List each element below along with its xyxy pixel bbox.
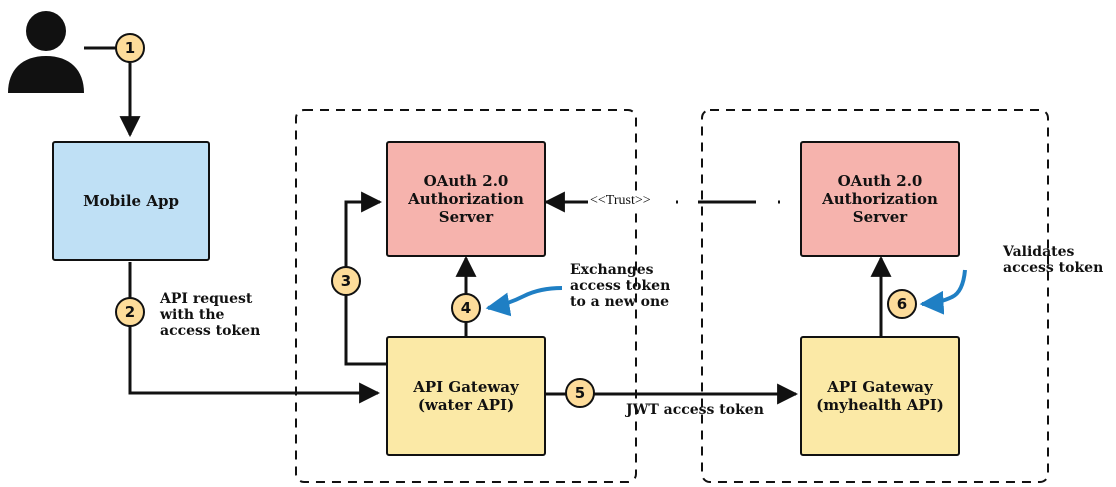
oauth-left-line3: Server	[438, 208, 494, 226]
oauth-right-line1: OAuth 2.0	[837, 172, 923, 190]
gateway-water-line1: API Gateway	[413, 378, 519, 396]
oauth-server-left-box: OAuth 2.0 Authorization Server	[386, 141, 546, 257]
step-badge-2: 2	[115, 297, 145, 327]
api-request-label: API request with the access token	[160, 291, 260, 339]
oauth-right-line2: Authorization	[822, 190, 938, 208]
oauth-left-line1: OAuth 2.0	[423, 172, 509, 190]
validates-line1: Validates	[1003, 244, 1075, 260]
oauth-server-right-box: OAuth 2.0 Authorization Server	[800, 141, 960, 257]
oauth-right-line3: Server	[852, 208, 908, 226]
gateway-water-line2: (water API)	[417, 396, 515, 414]
oauth-left-line2: Authorization	[408, 190, 524, 208]
exchanges-line1: Exchanges	[570, 262, 654, 278]
trust-label: <<Trust>>	[588, 193, 653, 209]
api-request-line2: with the	[160, 307, 225, 323]
gateway-myhealth-line1: API Gateway	[827, 378, 933, 396]
gateway-myhealth-line2: (myhealth API)	[816, 396, 944, 414]
annotation-arrow-validate	[919, 269, 967, 315]
jwt-access-token-label: JWT access token	[626, 402, 764, 418]
trust-domain-left	[295, 109, 637, 483]
gateway-myhealth-box: API Gateway (myhealth API)	[800, 336, 960, 456]
mobile-app-box: Mobile App	[52, 141, 210, 261]
validates-label: Validates access token	[1003, 244, 1103, 276]
exchanges-label: Exchanges access token to a new one	[570, 262, 670, 310]
step-badge-6: 6	[887, 289, 917, 319]
step-badge-5: 5	[565, 378, 595, 408]
mobile-app-label: Mobile App	[83, 192, 179, 210]
gateway-water-box: API Gateway (water API)	[386, 336, 546, 456]
step-badge-4: 4	[451, 293, 481, 323]
exchanges-line2: access token	[570, 278, 671, 294]
api-request-line1: API request	[160, 291, 253, 307]
annotation-arrow-exchange	[485, 286, 563, 317]
trust-domain-right	[701, 109, 1049, 483]
step-badge-3: 3	[331, 266, 361, 296]
exchanges-line3: to a new one	[570, 294, 670, 310]
step-badge-1: 1	[115, 33, 145, 63]
validates-line2: access token	[1003, 260, 1104, 276]
user-icon	[8, 11, 84, 93]
api-request-line3: access token	[160, 323, 261, 339]
